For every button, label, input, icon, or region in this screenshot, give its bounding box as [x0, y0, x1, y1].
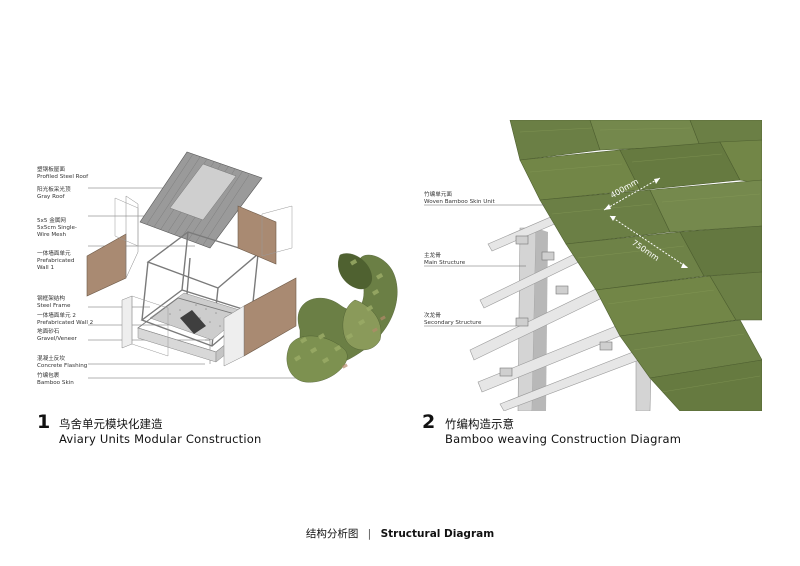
label-prefabricated-wall-1: 一体墙面单元 Prefabricated Wall 1: [37, 251, 74, 272]
label-en: Steel Frame: [37, 303, 71, 309]
label-concrete-flashing: 混凝土反坎 Concrete Flashing: [37, 356, 87, 370]
label-en: 5x5cm Single-: [37, 225, 77, 231]
label-secondary-structure: 次龙骨 Secondary Structure: [424, 313, 481, 327]
label-gray-roof: 阳光板采光顶 Gray Roof: [37, 187, 71, 201]
label-en: Main Structure: [424, 260, 466, 266]
label-en-2: Wire Mesh: [37, 232, 67, 238]
footer-title-en: Structural Diagram: [380, 528, 495, 540]
panel-2-title-en: Bamboo weaving Construction Diagram: [445, 432, 682, 446]
label-bamboo-skin: 竹编包裹 Bamboo Skin: [37, 373, 74, 387]
label-cn: 混凝土反坎: [37, 356, 65, 362]
label-main-structure: 主龙骨 Main Structure: [424, 253, 465, 267]
label-cn: 一体墙面单元: [37, 251, 71, 257]
label-en: Prefabricated: [37, 258, 75, 264]
label-cn: 主龙骨: [424, 253, 441, 259]
label-en: Gray Roof: [37, 194, 65, 200]
panel-1-title-en: Aviary Units Modular Construction: [59, 432, 262, 446]
label-gravel-veneer: 地面砂石 Gravel/Veneer: [37, 329, 77, 343]
panel-1-title-cn: 鸟舍单元模块化建造: [59, 417, 163, 431]
panel-2-title-cn: 竹编构造示意: [445, 417, 514, 431]
label-en: Bamboo Skin: [37, 380, 74, 386]
panel-2-number: 2: [422, 411, 436, 433]
exploded-axonometric-drawing: [86, 120, 762, 411]
panel-1-number: 1: [37, 411, 51, 433]
label-steel-frame: 钢框架结构 Steel Frame: [37, 296, 70, 310]
label-cn: 次龙骨: [424, 313, 441, 319]
label-cn: 一体墙面单元 2: [37, 313, 76, 319]
label-en: Prefabricated Wall 2: [37, 320, 94, 326]
label-en: Gravel/Veneer: [37, 336, 77, 342]
label-en-2: Wall 1: [37, 265, 55, 271]
label-en: Secondary Structure: [424, 320, 482, 326]
label-en: Woven Bamboo Skin Unit: [424, 199, 495, 205]
label-cn: 塑钢板屋面: [37, 167, 65, 173]
page-footer: 结构分析图 | Structural Diagram: [0, 526, 800, 541]
label-prefabricated-wall-2: 一体墙面单元 2 Prefabricated Wall 2: [37, 313, 93, 327]
label-cn: 钢框架结构: [37, 296, 65, 302]
footer-separator: |: [367, 528, 372, 540]
label-wire-mesh: 5x5 金属网 5x5cm Single- Wire Mesh: [37, 218, 77, 239]
label-cn: 地面砂石: [37, 329, 60, 335]
label-en: Concrete Flashing: [37, 363, 88, 369]
label-cn: 阳光板采光顶: [37, 187, 71, 193]
label-en: Profiled Steel Roof: [37, 174, 89, 180]
footer-title-cn: 结构分析图: [305, 528, 359, 540]
label-woven-bamboo-skin-unit: 竹编单元面 Woven Bamboo Skin Unit: [424, 192, 495, 206]
label-cn: 5x5 金属网: [37, 218, 66, 224]
label-cn: 竹编包裹: [37, 373, 60, 379]
label-profiled-steel-roof: 塑钢板屋面 Profiled Steel Roof: [37, 167, 88, 181]
label-cn: 竹编单元面: [424, 192, 452, 198]
